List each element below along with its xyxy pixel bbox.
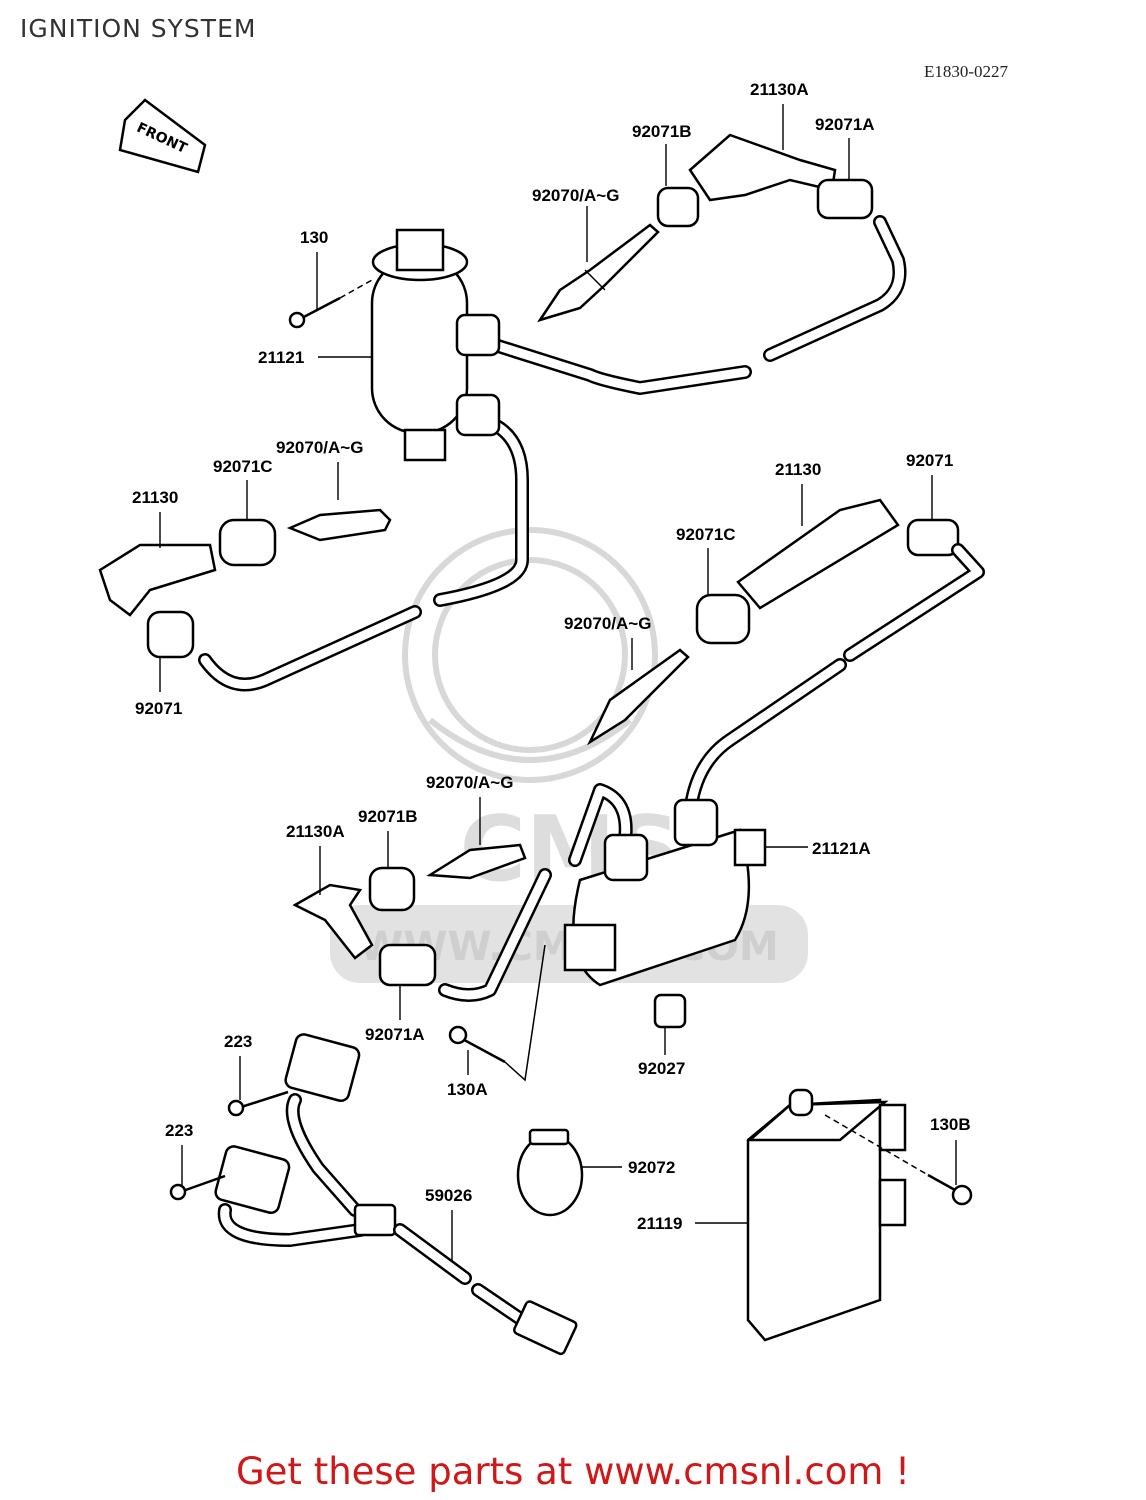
callout-92071C-2: 92071C [676,525,736,544]
callout-130B: 130B [930,1115,971,1134]
callout-21130A-2: 21130A [286,822,345,841]
callout-130: 130 [300,228,328,247]
callout-92070-4: 92070/A~G [426,773,513,792]
footer-link-text[interactable]: Get these parts at www.cmsnl.com ! [235,1450,910,1493]
ignition-coil-21121A [563,798,767,987]
cap-92071B-2 [368,866,416,912]
plug-cap-21130A-2 [292,883,374,960]
cap-92071C-1 [218,518,277,567]
page-title: IGNITION SYSTEM [20,14,257,43]
callout-labels: 130 21121 92070/A~G 92071B 21130A 92071A… [132,80,971,1233]
callout-21130-1: 21130 [132,488,178,507]
bolt-130A [448,944,546,1082]
front-direction-marker: FRONT [118,98,207,174]
callout-21121: 21121 [258,348,304,367]
cap-92071B-1 [656,186,700,228]
callout-92071C-1: 92071C [213,457,273,476]
callout-92070-3: 92070/A~G [564,614,651,633]
callout-223-1: 223 [224,1032,252,1051]
callout-92071A-2: 92071A [365,1025,425,1044]
callout-92027: 92027 [638,1059,685,1078]
callout-92071-2: 92071 [906,451,953,470]
spark-plug-4 [426,843,527,880]
callout-92071B-2: 92071B [358,807,418,826]
callout-92070-2: 92070/A~G [276,438,363,457]
plug-cap-21130A-1 [688,133,837,202]
callout-223-2: 223 [165,1121,193,1140]
plug-cap-21130-1 [98,543,217,617]
bolt-130 [288,279,373,329]
cap-92071A-2 [378,943,437,987]
lower-wires [438,543,985,1002]
pickup-coils [169,1033,361,1215]
callout-21130A-1: 21130A [750,80,809,99]
cap-92071-2 [906,518,960,557]
diagram-code: E1830-0227 [924,62,1009,81]
cap-92071-1 [146,610,195,659]
bolt-130B [824,1114,973,1206]
upper-wires [198,215,907,692]
cap-92071C-2 [695,593,751,645]
spark-plug-1 [537,223,660,323]
callout-92072: 92072 [628,1158,675,1177]
callout-92071B-1: 92071B [632,122,692,141]
clamp-92072 [516,1128,584,1217]
cdi-unit-21119 [746,1088,907,1342]
sleeve-92027 [653,993,687,1029]
callout-92071A-1: 92071A [815,115,875,134]
callout-130A: 130A [447,1080,488,1099]
cap-92071A-1 [816,178,874,220]
leader-lines [159,104,957,1262]
callout-92070-1: 92070/A~G [532,186,619,205]
callout-21121A: 21121A [812,839,871,858]
callout-21119: 21119 [637,1214,682,1233]
callout-92071-1: 92071 [135,699,182,718]
ignition-coil-21121 [370,228,501,462]
callout-21130-2: 21130 [775,460,821,479]
plug-cap-21130-2 [736,498,900,610]
callout-59026: 59026 [425,1186,472,1205]
spark-plug-2 [286,508,392,542]
wire-harness-59026 [217,1093,578,1356]
spark-plug-3 [587,648,690,746]
